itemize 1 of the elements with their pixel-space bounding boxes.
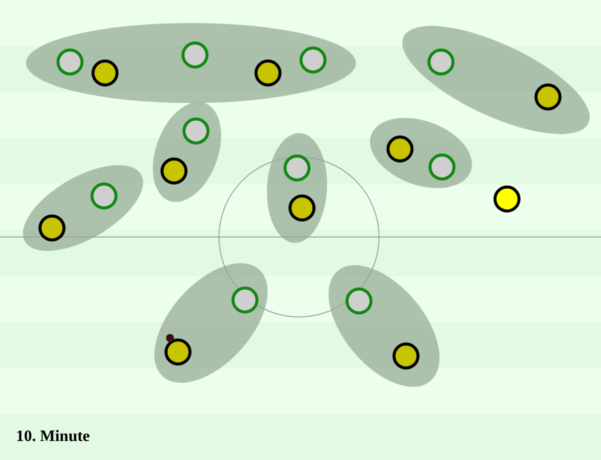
time-label: 10. Minute [16,428,90,446]
